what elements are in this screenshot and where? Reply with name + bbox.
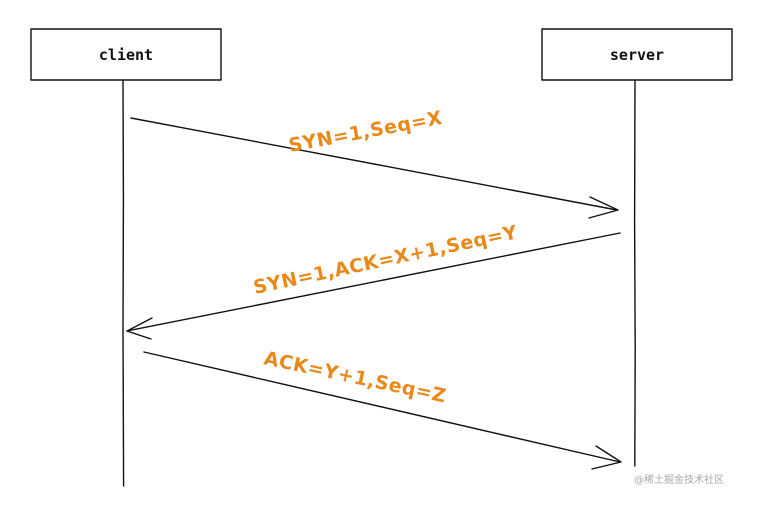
ack-arrow-line [143,351,621,463]
watermark: @稀土掘金技术社区 [634,473,724,486]
client-box [30,28,222,81]
client-lifeline [122,79,125,487]
message-ack: ACK=Y+1,Seq=Z [143,347,622,470]
syn-arrow-line [130,117,618,211]
message-syn-ack: SYN=1,ACK=X+1,Seq=Y [126,221,621,340]
server-lifeline [633,79,636,467]
syn-arrowhead [588,196,619,219]
participant-client: client [30,28,222,487]
syn-ack-arrowhead [126,317,153,340]
syn-label: SYN=1,Seq=X [287,107,444,157]
client-label: client [99,46,153,64]
server-box [541,28,733,81]
server-label: server [610,46,664,64]
syn-ack-arrow-line [126,232,621,332]
message-syn: SYN=1,Seq=X [130,107,619,219]
ack-label: ACK=Y+1,Seq=Z [262,347,448,407]
syn-ack-label: SYN=1,ACK=X+1,Seq=Y [251,221,519,299]
ack-arrowhead [591,445,622,470]
participant-server: server [541,28,733,467]
